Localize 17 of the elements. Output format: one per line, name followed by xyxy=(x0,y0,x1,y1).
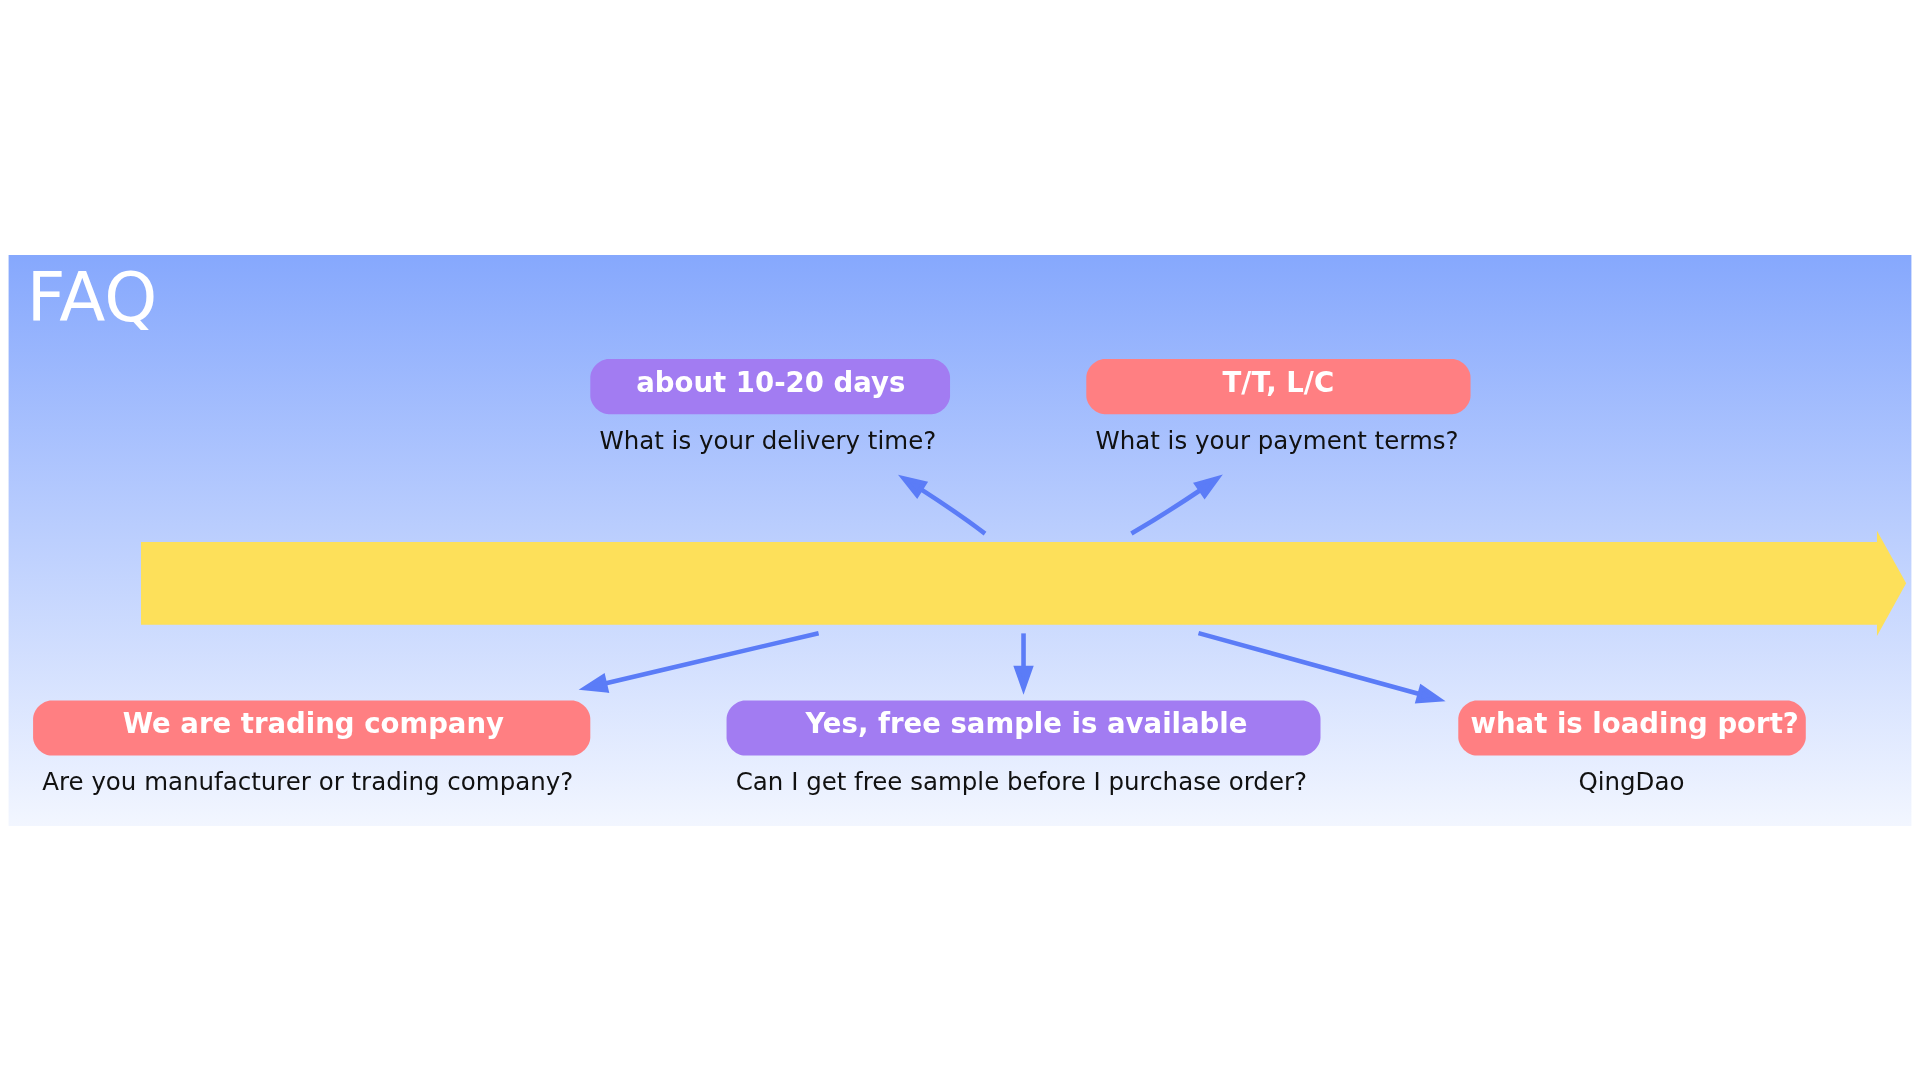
node-box: We are trading company xyxy=(33,699,591,756)
node-arrow xyxy=(141,530,1907,636)
node-label: What is your payment terms? xyxy=(1095,425,1459,455)
node-box: T/T, L/C xyxy=(1086,358,1471,414)
diagram-title: FAQ xyxy=(26,257,158,337)
arrow xyxy=(1197,630,1446,703)
node-label: Are you manufacturer or trading company? xyxy=(42,766,574,796)
node-label: QingDao xyxy=(1578,766,1685,796)
node-label: What is your delivery time? xyxy=(599,425,937,455)
node-box: Yes, free sample is available xyxy=(726,699,1321,756)
arrow xyxy=(1130,474,1223,536)
arrow xyxy=(1013,632,1034,695)
node-box: about 10-20 days xyxy=(590,358,951,414)
node-box: what is loading port? xyxy=(1458,699,1806,756)
arrow xyxy=(898,474,987,535)
arrow xyxy=(578,630,820,693)
node-label: Can I get free sample before I purchase order? xyxy=(735,766,1308,796)
